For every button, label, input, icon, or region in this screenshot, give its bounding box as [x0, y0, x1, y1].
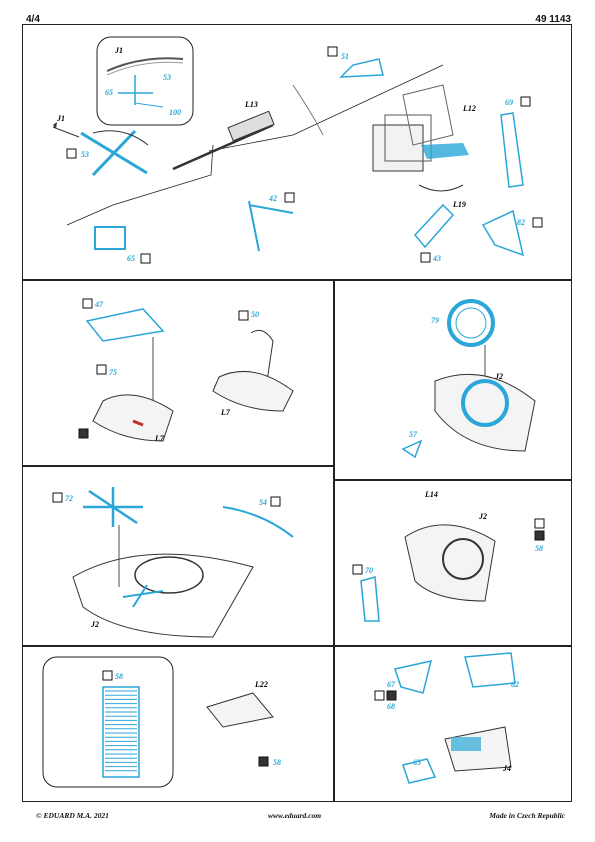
label-65-inset: 65: [105, 88, 113, 97]
label-51: 51: [341, 52, 349, 61]
ring-drawing: 79 J2 57: [401, 299, 536, 459]
label-72: 72: [65, 494, 73, 503]
label-63: 63: [413, 758, 421, 767]
label-58-inset: 58: [115, 672, 123, 681]
part-51: 51: [292, 46, 384, 136]
radiator-drawing: 58 L22 58: [42, 656, 281, 788]
label-j4: J4: [502, 764, 511, 773]
label-68: 68: [387, 702, 395, 711]
part-43: 43: [414, 203, 455, 263]
fuselage-drawing: 62 67 68 J4 63: [374, 652, 519, 784]
cockpit-drawing: J1 53 65 100 J1 53 L13: [52, 36, 543, 264]
label-75: 75: [109, 368, 117, 377]
side-drawing: L14 J2 58 70: [352, 490, 545, 622]
label-100-inset: 100: [169, 108, 181, 117]
label-53-inset: 53: [163, 73, 171, 82]
footer-copyright: © EDUARD M.A. 2021: [36, 811, 109, 820]
panel-radiator-assembly: 58 L22 58: [22, 646, 334, 802]
label-50: 50: [251, 310, 259, 319]
label-j1: J1: [56, 114, 65, 123]
label-58-side: 58: [535, 544, 543, 553]
gun-l13: L13: [172, 100, 275, 171]
label-65: 65: [127, 254, 135, 263]
label-43: 43: [432, 254, 441, 263]
page-number: 4/4: [26, 14, 40, 25]
label-54: 54: [259, 498, 267, 507]
label-j2: J2: [494, 372, 503, 381]
label-57: 57: [409, 430, 418, 439]
cockpit-box: L12 L19: [372, 84, 476, 209]
floor-drawing: 72 J2 54: [52, 487, 294, 638]
label-l13: L13: [244, 100, 258, 109]
label-47: 47: [94, 300, 104, 309]
label-82: 82: [517, 218, 525, 227]
seat-drawing: 47 75 L7 50 L7: [78, 298, 294, 443]
inset-detail-j1: J1 53 65 100: [96, 36, 194, 126]
label-42: 42: [268, 194, 277, 203]
part-42: 42: [248, 192, 295, 252]
footer-url[interactable]: www.eduard.com: [268, 811, 322, 820]
label-l19: L19: [452, 200, 466, 209]
panel-fuselage-assembly: 62 67 68 J4 63: [334, 646, 572, 802]
label-j2-side: J2: [478, 512, 487, 521]
label-79: 79: [431, 316, 439, 325]
panel-ring-assembly: 79 J2 57: [334, 280, 572, 480]
label-j2-floor: J2: [90, 620, 99, 629]
part-82: 82: [481, 209, 543, 257]
label-53: 53: [81, 150, 89, 159]
label-l7-right: L7: [220, 408, 231, 417]
panel-side-assembly: L14 J2 58 70: [334, 480, 572, 646]
panel-cockpit-assembly: J1 53 65 100 J1 53 L13: [22, 24, 572, 280]
part-69: 69: [500, 96, 531, 188]
footer-origin: Made in Czech Republic: [489, 811, 565, 820]
label-69: 69: [505, 98, 513, 107]
label-l7-left: L7: [154, 434, 165, 443]
label-62: 62: [511, 680, 519, 689]
label-j1-inset: J1: [114, 46, 123, 55]
label-l14: L14: [424, 490, 438, 499]
label-58-bottom: 58: [273, 758, 281, 767]
label-70: 70: [365, 566, 373, 575]
part-53: J1 53: [52, 114, 149, 177]
label-67: 67: [387, 680, 396, 689]
label-l12: L12: [462, 104, 476, 113]
part-65: 65: [94, 226, 151, 264]
panel-seat-assembly: 47 75 L7 50 L7: [22, 280, 334, 466]
radiator-grille: [102, 686, 140, 778]
label-l22: L22: [254, 680, 268, 689]
kit-code: 49 1143: [535, 14, 571, 25]
panel-floor-assembly: 72 J2 54: [22, 466, 334, 646]
